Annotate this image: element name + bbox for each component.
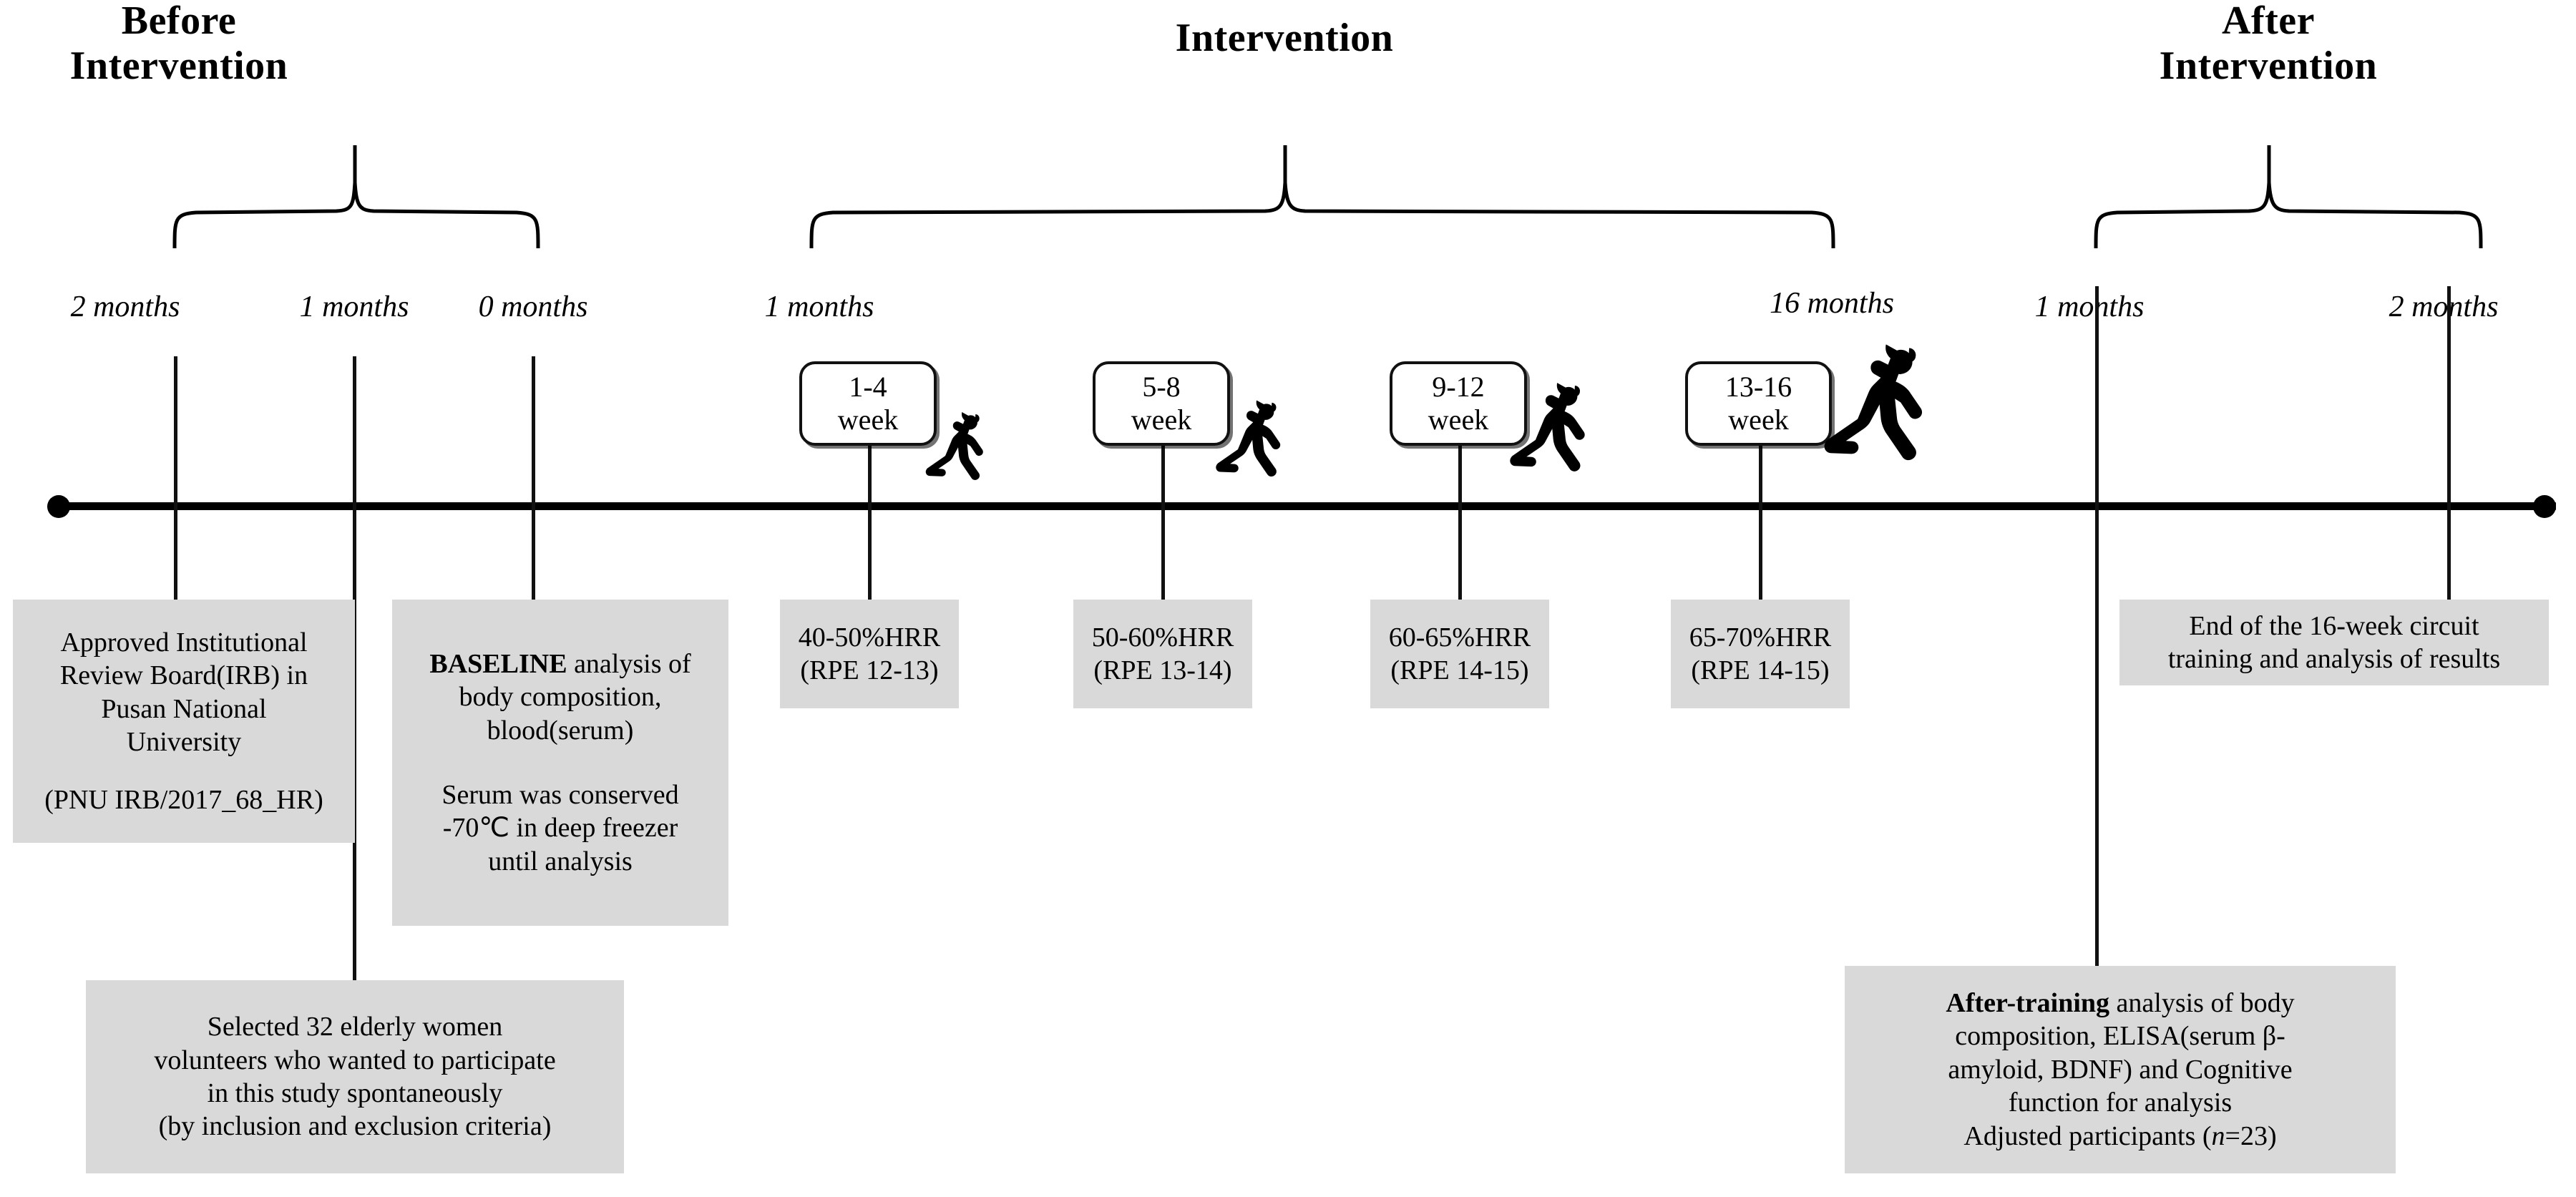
brace-intervention: [809, 145, 1835, 249]
month-label-intervention-end: 16 months: [1770, 287, 1894, 320]
week-chip-9-12[interactable]: 9-12 week: [1390, 361, 1527, 446]
phase-title-intervention-line1: Intervention: [1175, 16, 1394, 60]
note-end-line1: End of the 16-week circuit: [2189, 610, 2479, 641]
month-label-before-2: 2 months: [70, 290, 180, 323]
running-woman-icon-1: [925, 411, 983, 480]
note-intensity-13-16: 65-70%HRR (RPE 14-15): [1671, 600, 1850, 708]
connector-line-week-13-16: [1759, 444, 1762, 622]
note-recruitment-line3: in this study spontaneously: [207, 1078, 503, 1108]
phase-title-after: After Intervention: [2111, 0, 2426, 88]
note-irb-line5: (PNU IRB/2017_68_HR): [44, 784, 323, 815]
note-baseline-line3: blood(serum): [487, 715, 634, 746]
month-label-intervention-start: 1 months: [764, 290, 874, 323]
note-intensity-9-12-rpe: (RPE 14-15): [1390, 655, 1529, 685]
connector-line-week-1-4: [868, 444, 872, 622]
note-after-training-line4: function for analysis: [2008, 1088, 2233, 1118]
connector-line-after-2-months: [2447, 286, 2451, 608]
connector-line-week-5-8: [1161, 444, 1165, 622]
note-intensity-5-8: 50-60%HRR (RPE 13-14): [1073, 600, 1252, 708]
phase-title-after-line2: Intervention: [2159, 43, 2378, 88]
note-recruitment-line4: (by inclusion and exclusion criteria): [158, 1111, 552, 1142]
note-end-line2: training and analysis of results: [2167, 644, 2501, 674]
note-irb-line4: University: [126, 727, 242, 758]
timeline-endpoint-dot-right: [2533, 495, 2556, 518]
connector-line-0-months: [532, 356, 535, 622]
month-label-before-1: 1 months: [299, 290, 409, 323]
running-woman-icon-2: [1216, 400, 1281, 477]
week-chip-13-16[interactable]: 13-16 week: [1685, 361, 1832, 446]
connector-line-2-months: [174, 356, 177, 622]
note-recruitment-line1: Selected 32 elderly women: [207, 1012, 503, 1042]
timeline-endpoint-dot-left: [47, 495, 70, 518]
phase-title-before-line2: Intervention: [69, 43, 288, 88]
note-after-training-line5-italic: n: [2211, 1120, 2225, 1151]
week-chip-13-16-range: 13-16: [1724, 371, 1792, 404]
note-after-training-line3: amyloid, BDNF) and Cognitive: [1948, 1054, 2293, 1085]
month-label-before-0: 0 months: [478, 290, 588, 323]
week-chip-1-4-range: 1-4: [849, 371, 887, 404]
note-after-training-line5-post: =23): [2225, 1120, 2277, 1151]
note-after-training-line2: composition, ELISA(serum β-: [1955, 1021, 2285, 1052]
note-baseline-line4: Serum was conserved: [441, 780, 679, 810]
month-label-after-2: 2 months: [2389, 290, 2499, 323]
week-chip-1-4[interactable]: 1-4 week: [799, 361, 937, 446]
note-intensity-13-16-rpe: (RPE 14-15): [1691, 655, 1830, 685]
note-baseline-rest1: analysis of: [567, 648, 691, 679]
note-intensity-1-4: 40-50%HRR (RPE 12-13): [780, 600, 959, 708]
note-irb-line1: Approved Institutional: [60, 627, 308, 658]
timeline-axis: [59, 502, 2556, 510]
note-end-of-training: End of the 16-week circuit training and …: [2119, 600, 2549, 685]
note-after-training-bold: After-training: [1946, 988, 2110, 1019]
phase-title-after-line1: After: [2222, 0, 2315, 43]
running-woman-icon-4: [1824, 344, 1923, 461]
week-chip-1-4-unit: week: [837, 404, 899, 436]
note-intensity-13-16-value: 65-70%HRR: [1689, 622, 1832, 653]
note-after-training: After-training analysis of body composit…: [1845, 966, 2396, 1173]
phase-title-before: Before Intervention: [21, 0, 336, 88]
note-intensity-5-8-rpe: (RPE 13-14): [1093, 655, 1232, 685]
brace-before: [172, 145, 540, 249]
note-after-training-line5-pre: Adjusted participants (: [1963, 1120, 2212, 1151]
note-recruitment-line2: volunteers who wanted to participate: [154, 1045, 556, 1075]
week-chip-5-8-range: 5-8: [1142, 371, 1181, 404]
connector-line-week-9-12: [1458, 444, 1462, 622]
running-woman-icon-3: [1510, 383, 1585, 472]
brace-after: [2094, 145, 2483, 249]
week-chip-13-16-unit: week: [1728, 404, 1789, 436]
phase-title-intervention: Intervention: [1127, 16, 1442, 61]
note-recruitment: Selected 32 elderly women volunteers who…: [86, 980, 624, 1173]
note-baseline-bold: BASELINE: [429, 648, 567, 679]
week-chip-5-8[interactable]: 5-8 week: [1093, 361, 1230, 446]
note-baseline: BASELINE analysis of body composition, b…: [392, 600, 728, 926]
month-label-after-1: 1 months: [2034, 290, 2145, 323]
connector-line-after-1-month: [2095, 286, 2099, 989]
note-baseline-line5: -70℃ in deep freezer: [442, 813, 678, 844]
note-irb-approval: Approved Institutional Review Board(IRB)…: [13, 600, 355, 843]
note-irb-line2: Review Board(IRB) in: [59, 660, 308, 691]
note-baseline-line6: until analysis: [488, 846, 633, 876]
week-chip-5-8-unit: week: [1131, 404, 1192, 436]
note-after-training-rest1: analysis of body: [2109, 988, 2295, 1019]
note-baseline-line2: body composition,: [459, 682, 662, 713]
week-chip-9-12-unit: week: [1428, 404, 1489, 436]
phase-title-before-line1: Before: [121, 0, 237, 43]
note-intensity-1-4-rpe: (RPE 12-13): [800, 655, 939, 685]
note-intensity-9-12: 60-65%HRR (RPE 14-15): [1370, 600, 1549, 708]
week-chip-9-12-range: 9-12: [1432, 371, 1485, 404]
note-intensity-5-8-value: 50-60%HRR: [1091, 622, 1234, 653]
note-intensity-1-4-value: 40-50%HRR: [798, 622, 941, 653]
note-intensity-9-12-value: 60-65%HRR: [1388, 622, 1531, 653]
note-irb-line3: Pusan National: [101, 693, 267, 724]
